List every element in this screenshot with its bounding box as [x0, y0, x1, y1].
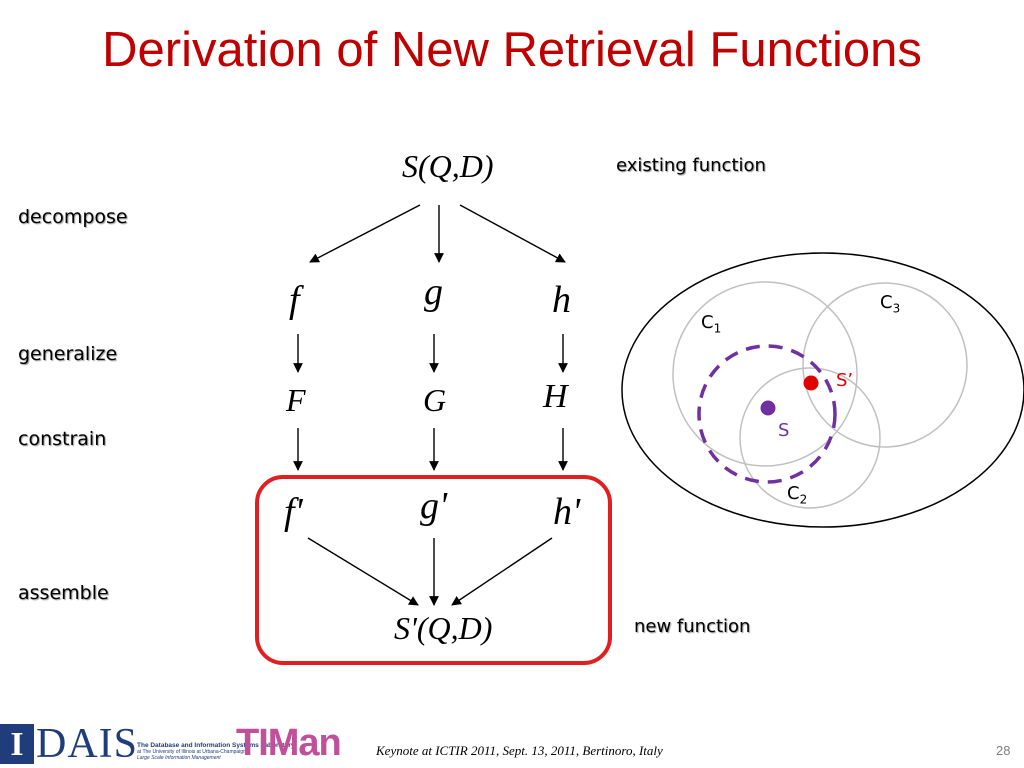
- constraint-circle-c2: [739, 367, 881, 509]
- new-function-label: new function: [634, 616, 751, 637]
- generalized-H: H: [543, 378, 568, 415]
- dais-lab-text: The Database and Information Systems Lab…: [137, 742, 295, 761]
- timan-logo: TIMan: [236, 722, 342, 764]
- illinois-logo: I: [10, 726, 24, 763]
- constrained-h-prime: h': [553, 491, 581, 533]
- new-function-formula: S'(Q,D): [394, 610, 493, 646]
- component-h: h: [552, 279, 571, 321]
- point-s-prime: [803, 375, 819, 391]
- arrow-f-prime-to-S-prime: [307, 537, 419, 606]
- new-function-box: [255, 475, 612, 665]
- constraint-circle-c3: [802, 282, 968, 448]
- arrow-h-prime-to-S-prime: [451, 537, 553, 606]
- arrow-S-to-f: [309, 204, 421, 263]
- label-s: S: [778, 420, 790, 441]
- dashed-region-circle: [697, 344, 837, 484]
- point-s: [760, 400, 776, 416]
- step-generalize: generalize: [18, 343, 118, 365]
- label-c3: C3: [880, 292, 901, 316]
- footer-caption: Keynote at ICTIR 2011, Sept. 13, 2011, B…: [376, 743, 663, 758]
- existing-function-label: existing function: [616, 155, 766, 176]
- generalized-G: G: [423, 382, 447, 418]
- existing-function-formula: S(Q,D): [402, 148, 494, 184]
- function-space-ellipse: [621, 252, 1024, 528]
- step-decompose: decompose: [18, 206, 128, 228]
- arrow-S-to-h: [459, 204, 566, 263]
- page-number: 28: [996, 743, 1011, 758]
- constrained-g-prime: g': [420, 485, 448, 527]
- generalized-F: F: [286, 382, 306, 418]
- constraint-circle-c1: [672, 281, 858, 467]
- dais-logo-box: [0, 724, 34, 764]
- component-f: f: [289, 279, 300, 321]
- label-c1: C1: [701, 312, 722, 336]
- label-c2: C2: [787, 483, 808, 507]
- slide-title: Derivation of New Retrieval Functions: [102, 23, 922, 77]
- component-g: g: [424, 271, 443, 313]
- step-assemble: assemble: [18, 582, 109, 604]
- dais-logo-text: DAIS: [36, 721, 139, 767]
- constrained-f-prime: f': [284, 491, 303, 533]
- step-constrain: constrain: [18, 428, 107, 450]
- label-s-prime: S’: [836, 370, 854, 391]
